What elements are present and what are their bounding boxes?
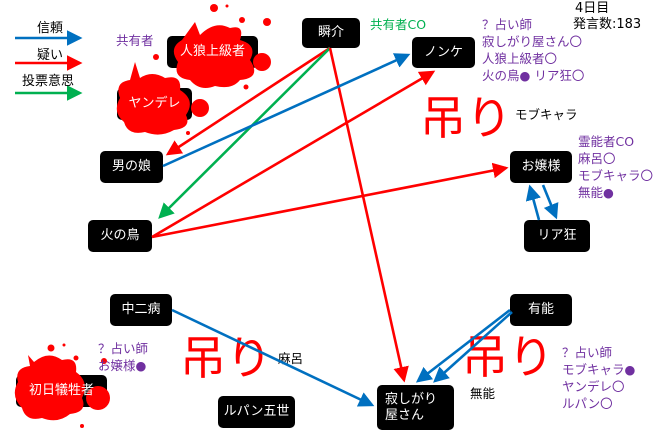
note-line: モブキャラ● — [562, 362, 636, 377]
blood-splatter-yandere — [186, 131, 190, 135]
day-indicator: 4日目 — [575, 1, 610, 16]
br-hanged: 無能 — [470, 386, 496, 401]
ojou-medium-results: 霊能者CO 麻呂〇 モブキャラ〇 無能● — [578, 133, 653, 201]
arrow-chuunibyou-sabishigari — [171, 308, 375, 407]
blood-overlay — [116, 62, 190, 135]
note-line: ？占い師 — [482, 17, 533, 32]
blood-splatter-jinro — [153, 4, 271, 90]
blood-overlay — [173, 22, 255, 88]
node-label: 初日犠牲者 — [28, 383, 94, 398]
note-line: 霊能者CO — [578, 134, 635, 149]
node-label: 寂しがり屋さん — [385, 391, 438, 423]
node-label: ヤンデレ — [128, 96, 181, 111]
node-label: お嬢様 — [521, 159, 561, 174]
node-label: 火の鳥 — [100, 228, 140, 243]
note-line: 寂しがり屋さん〇 — [482, 34, 583, 49]
node-shonichi[interactable]: 初日犠牲者 — [16, 375, 107, 407]
node-lupin[interactable]: ルパン五世 — [218, 396, 295, 428]
node-label: 中二病 — [121, 302, 161, 317]
node-sabishigari[interactable]: 寂しがり屋さん — [377, 385, 454, 430]
blood-overlay — [14, 355, 85, 421]
node-shunsuke[interactable]: 瞬介 — [302, 18, 360, 48]
node-label: 有能 — [527, 302, 554, 317]
node-label: ノンケ — [423, 44, 463, 60]
message-count: 発言数:183 — [573, 17, 642, 32]
arrow-hinotori-nonke — [151, 70, 436, 239]
legend-vote-label: 投票意思 — [22, 74, 75, 89]
nonke-seer-results: ？占い師 寂しがり屋さん〇 人狼上級者〇 火の鳥● リア狂〇 — [482, 16, 584, 84]
arrow-otokonoko-nonke — [162, 53, 411, 168]
node-chuunibyou[interactable]: 中二病 — [110, 294, 172, 326]
arrow-yuunou-sabishigari-2 — [433, 311, 513, 383]
legend-trust-label: 信頼 — [37, 21, 64, 36]
node-yandere[interactable]: ヤンデレ — [117, 88, 192, 120]
note-line: ？占い師 — [562, 345, 613, 360]
note-line: モブキャラ〇 — [578, 168, 654, 183]
legend-doubt-label: 疑い — [37, 48, 64, 63]
note-line: ルパン〇 — [562, 396, 613, 411]
note-line: お嬢様● — [98, 358, 147, 373]
note-line: 人狼上級者〇 — [482, 51, 558, 66]
note-line: 無能● — [578, 185, 614, 200]
node-label: 瞬介 — [317, 25, 344, 40]
br-seer-results: ？占い師 モブキャラ● ヤンデレ〇 ルパン〇 — [562, 344, 635, 412]
bl-hang-label: 吊り — [180, 331, 272, 385]
node-nonke[interactable]: ノンケ — [412, 37, 475, 68]
nonke-hang-label: 吊り — [420, 91, 512, 145]
blood-splatter-shonichi — [47, 343, 107, 428]
node-jinro-jokyu[interactable]: 人狼上級者 — [167, 36, 258, 68]
node-label: ルパン五世 — [223, 404, 290, 419]
node-riakyo[interactable]: リア狂 — [524, 220, 590, 252]
node-ojousama[interactable]: お嬢様 — [510, 151, 572, 183]
node-label: 男の娘 — [111, 159, 151, 174]
note-line: 火の鳥● リア狂〇 — [482, 68, 585, 83]
arrow-yuunou-sabishigari-1 — [415, 308, 511, 383]
arrow-hinotori-ojousama — [151, 162, 509, 239]
note-line: 麻呂〇 — [578, 151, 616, 166]
node-yuunou[interactable]: 有能 — [510, 294, 572, 326]
nonke-hanged: モブキャラ — [515, 107, 578, 122]
arrow-shunsuke-sabishigari — [328, 47, 409, 383]
note-line: ？占い師 — [98, 341, 149, 356]
node-otokonoko[interactable]: 男の娘 — [100, 151, 163, 183]
bl-seer-results: ？占い師 お嬢様● — [98, 340, 148, 374]
arrow-ojousama-riakyo — [541, 184, 559, 220]
node-label: リア狂 — [537, 228, 577, 243]
arrow-shunsuke-hinotori — [158, 47, 331, 219]
kyouyuusha-co-note: 共有者CO — [370, 17, 427, 32]
arrow-shunsuke-otokonoko — [165, 46, 331, 156]
kyouyuusha-note: 共有者 — [116, 33, 154, 48]
arrow-riakyo-ojousama — [525, 184, 541, 221]
note-line: ヤンデレ〇 — [562, 379, 625, 394]
node-label: 人狼上級者 — [179, 44, 245, 59]
node-hinotori[interactable]: 火の鳥 — [88, 220, 152, 252]
